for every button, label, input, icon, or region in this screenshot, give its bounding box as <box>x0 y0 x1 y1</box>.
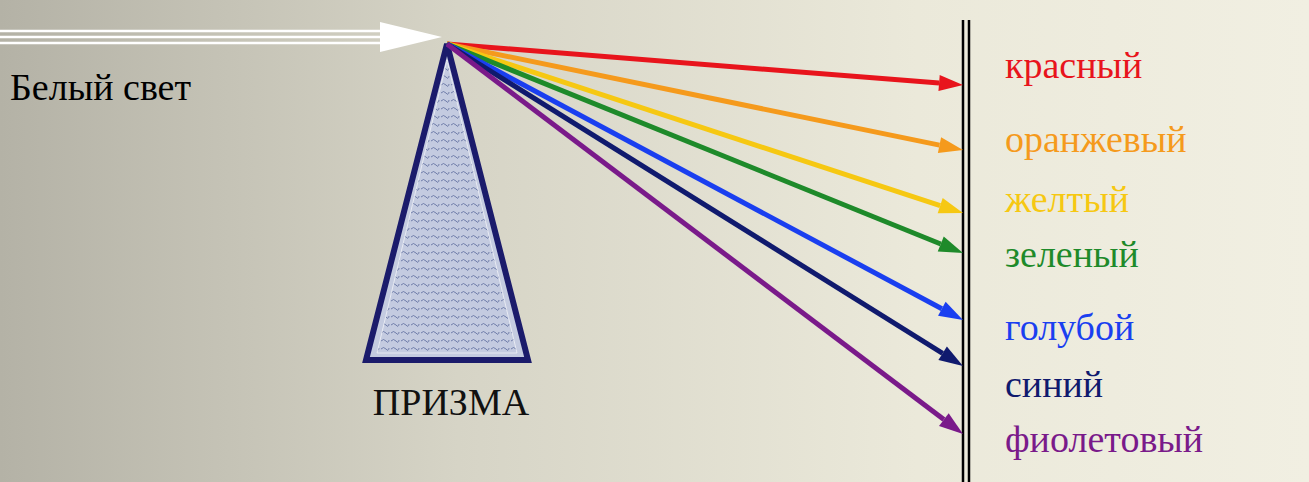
prism-label: ПРИЗМА <box>373 382 529 424</box>
color-name: фиолетовый <box>1005 419 1203 461</box>
color-name: желтый <box>1005 179 1129 221</box>
ray-arrowhead <box>938 75 963 91</box>
light-ray <box>447 44 939 83</box>
ray-arrowhead <box>938 198 963 213</box>
light-ray <box>447 44 942 309</box>
color-name: красный <box>1005 45 1142 87</box>
light-ray <box>447 44 944 420</box>
color-name: синий <box>1005 364 1103 406</box>
spectrum-rays <box>447 44 963 434</box>
white-light-beam <box>0 22 442 52</box>
light-ray <box>447 44 941 244</box>
color-name: зеленый <box>1005 234 1139 276</box>
light-ray <box>447 44 939 145</box>
ray-arrowhead <box>938 302 963 320</box>
ray-arrowhead <box>938 237 963 253</box>
color-name: оранжевый <box>1005 119 1187 161</box>
screen <box>963 20 969 482</box>
prism <box>366 44 528 360</box>
light-ray <box>447 44 940 206</box>
light-label: Белый свет <box>10 67 191 109</box>
light-ray <box>447 44 943 353</box>
color-name: голубой <box>1005 307 1134 349</box>
ray-arrowhead <box>938 137 963 153</box>
ray-arrowhead <box>938 347 963 366</box>
ray-arrowhead <box>939 413 963 434</box>
